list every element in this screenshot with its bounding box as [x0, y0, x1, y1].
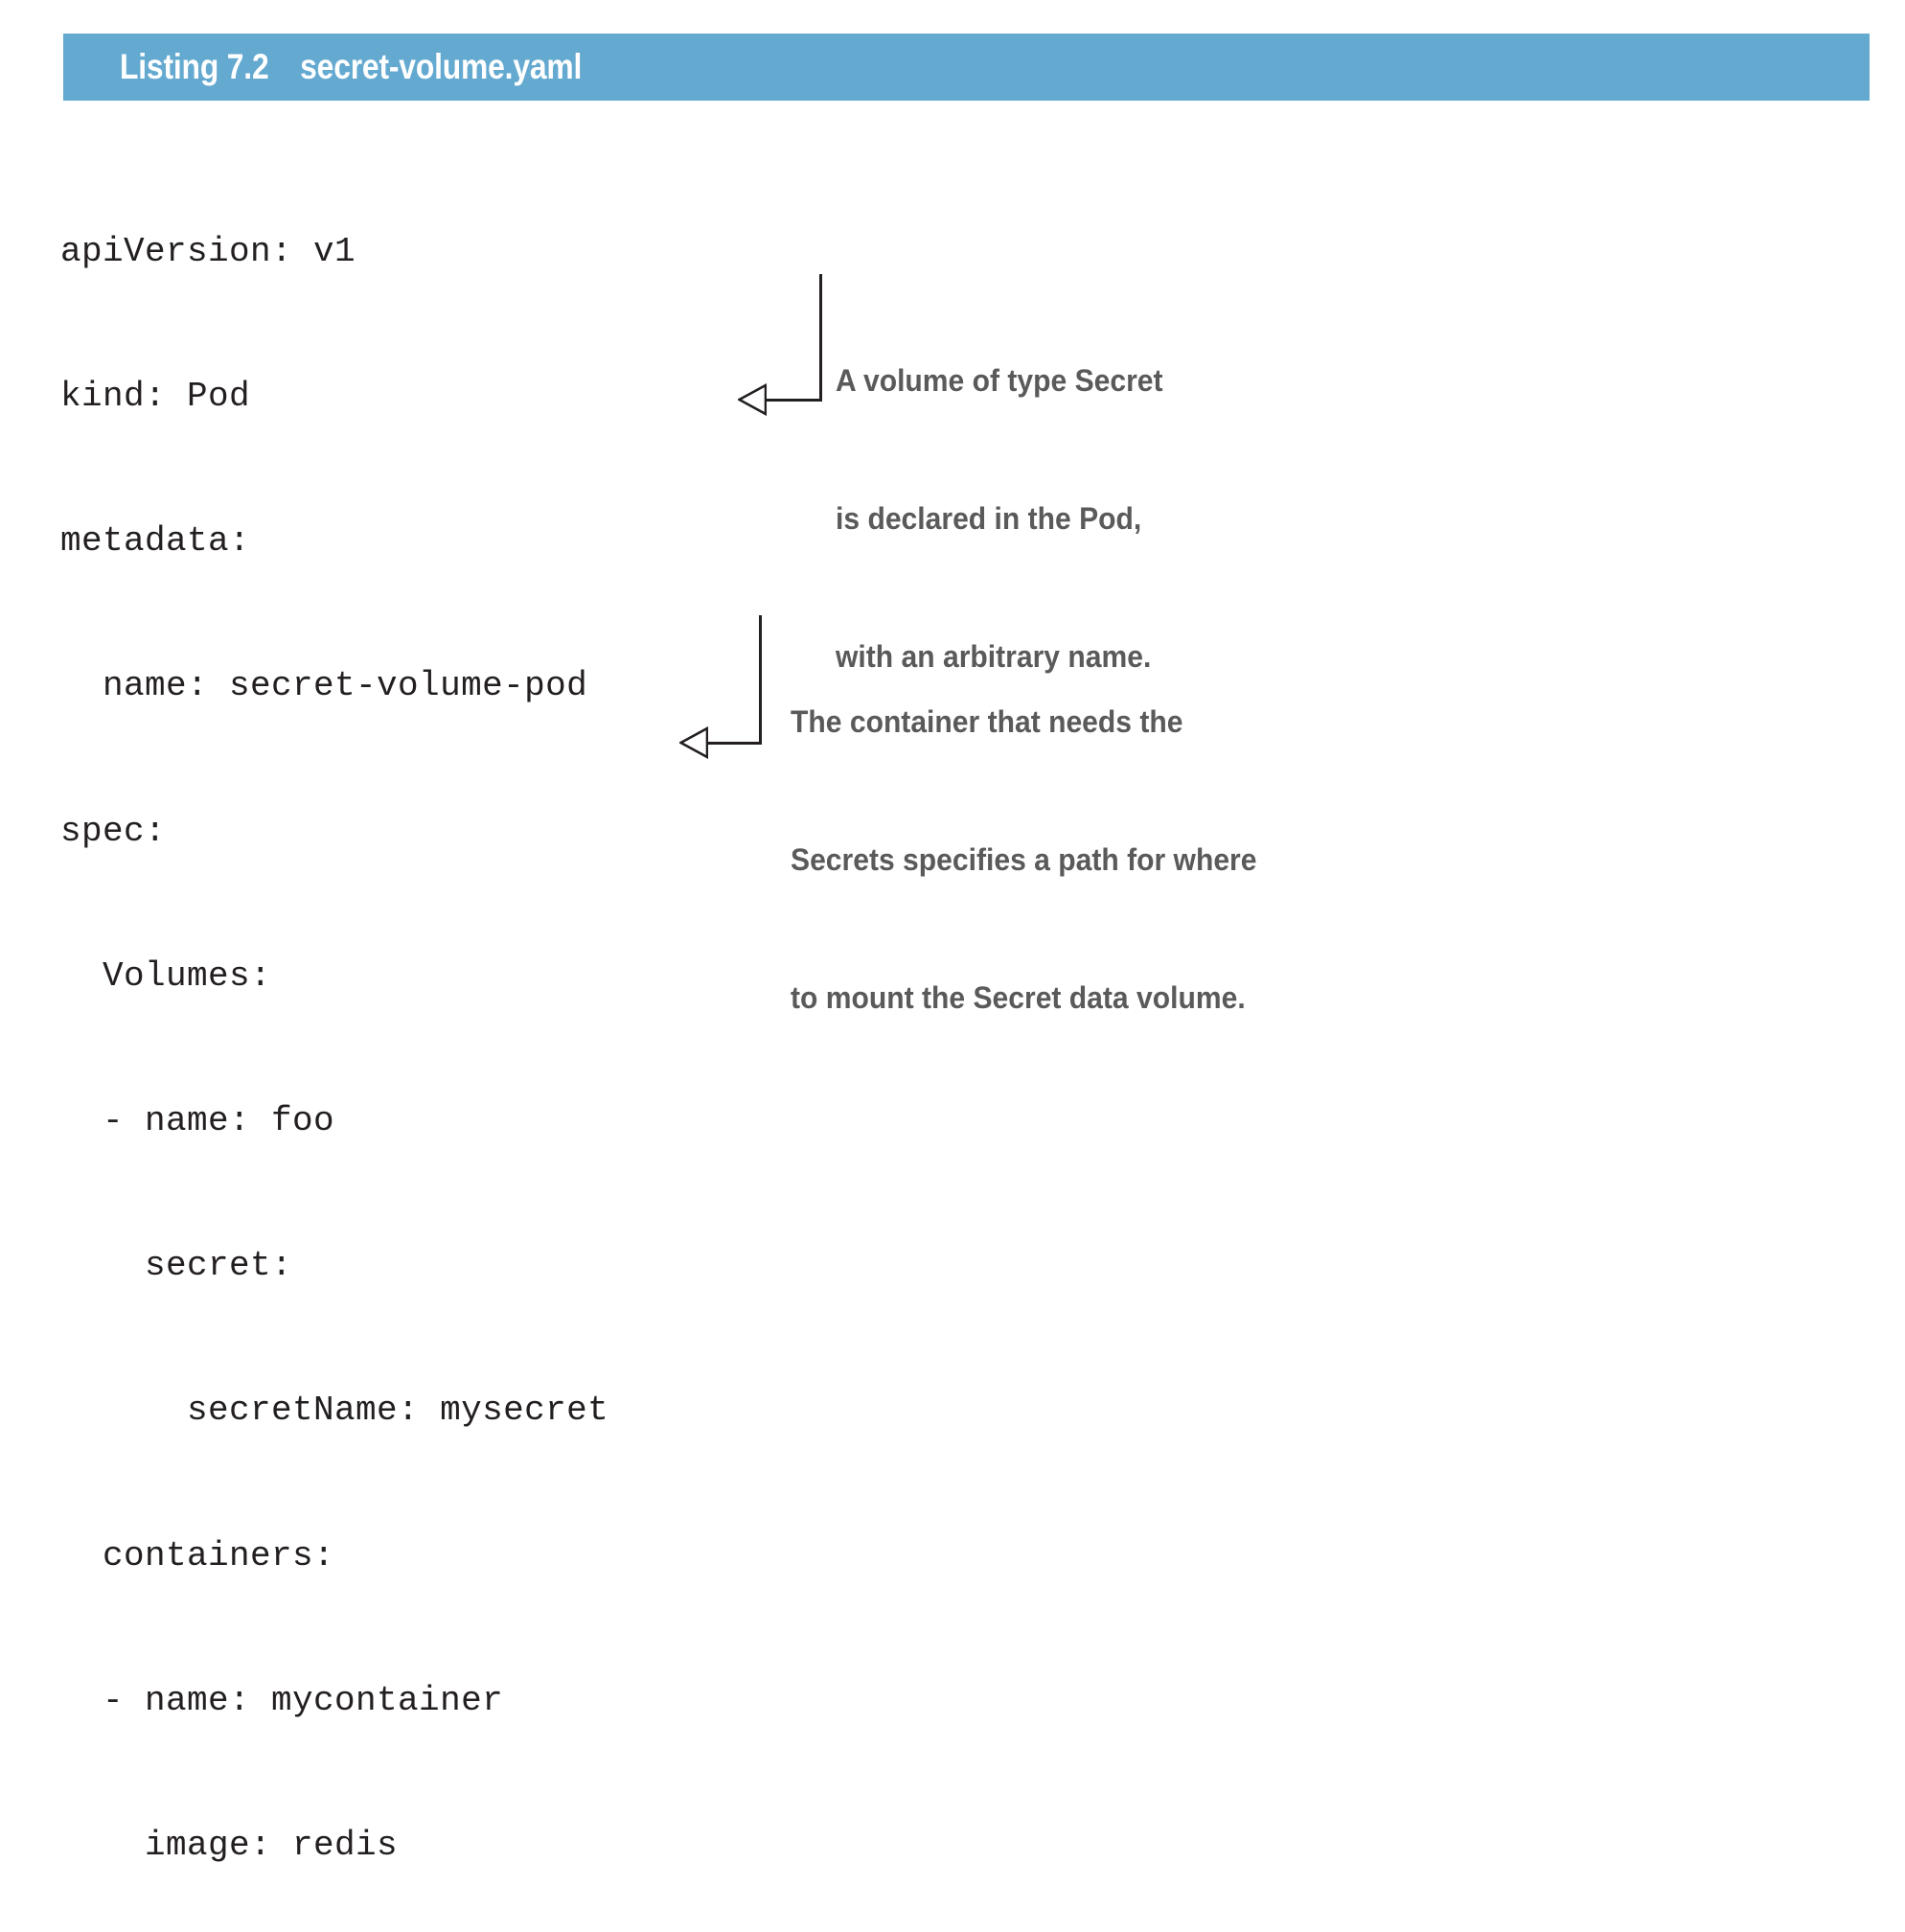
code-line: - name: mycontainer: [60, 1680, 504, 1720]
code-line: secretName: mysecret: [60, 1391, 609, 1431]
code-line: - name: foo: [60, 1101, 335, 1141]
code-line: apiVersion: v1: [60, 231, 356, 271]
leader-vertical-segment: [819, 274, 822, 401]
listing-title: Listing 7.2 secret-volume.yaml: [120, 47, 582, 87]
code-line: containers:: [60, 1535, 335, 1576]
annotation-line: The container that needs the: [791, 704, 1183, 739]
code-line: Volumes:: [60, 955, 272, 996]
yaml-code-block: apiVersion: v1 kind: Pod metadata: name:…: [60, 131, 608, 1932]
arrow-left-icon: [738, 383, 767, 416]
volume-annotation-leader-line: [738, 274, 829, 416]
container-annotation-leader-line: [679, 615, 766, 759]
listing-header-bar: Listing 7.2 secret-volume.yaml: [63, 34, 1870, 101]
listing-number-label: Listing 7.2: [120, 47, 269, 86]
leader-vertical-segment: [759, 615, 762, 744]
arrow-left-icon: [679, 726, 708, 759]
annotation-line: with an arbitrary name.: [836, 639, 1152, 674]
leader-horizontal-segment: [764, 399, 822, 402]
container-annotation-text: The container that needs the Secrets spe…: [791, 607, 1256, 1067]
code-line: name: secret-volume-pod: [60, 666, 588, 706]
leader-horizontal-segment: [704, 742, 762, 745]
annotation-line: A volume of type Secret: [836, 363, 1163, 398]
code-line: metadata:: [60, 521, 251, 562]
code-line: image: redis: [60, 1826, 399, 1866]
annotation-line: to mount the Secret data volume.: [791, 980, 1246, 1015]
annotation-line: is declared in the Pod,: [836, 501, 1142, 536]
volume-annotation-text: A volume of type Secret is declared in t…: [836, 265, 1163, 725]
listing-filename-label: secret-volume.yaml: [300, 47, 583, 86]
code-line: kind: Pod: [60, 377, 251, 417]
code-line: spec:: [60, 811, 167, 851]
annotation-line: Secrets specifies a path for where: [791, 842, 1257, 877]
code-line: secret:: [60, 1246, 293, 1286]
